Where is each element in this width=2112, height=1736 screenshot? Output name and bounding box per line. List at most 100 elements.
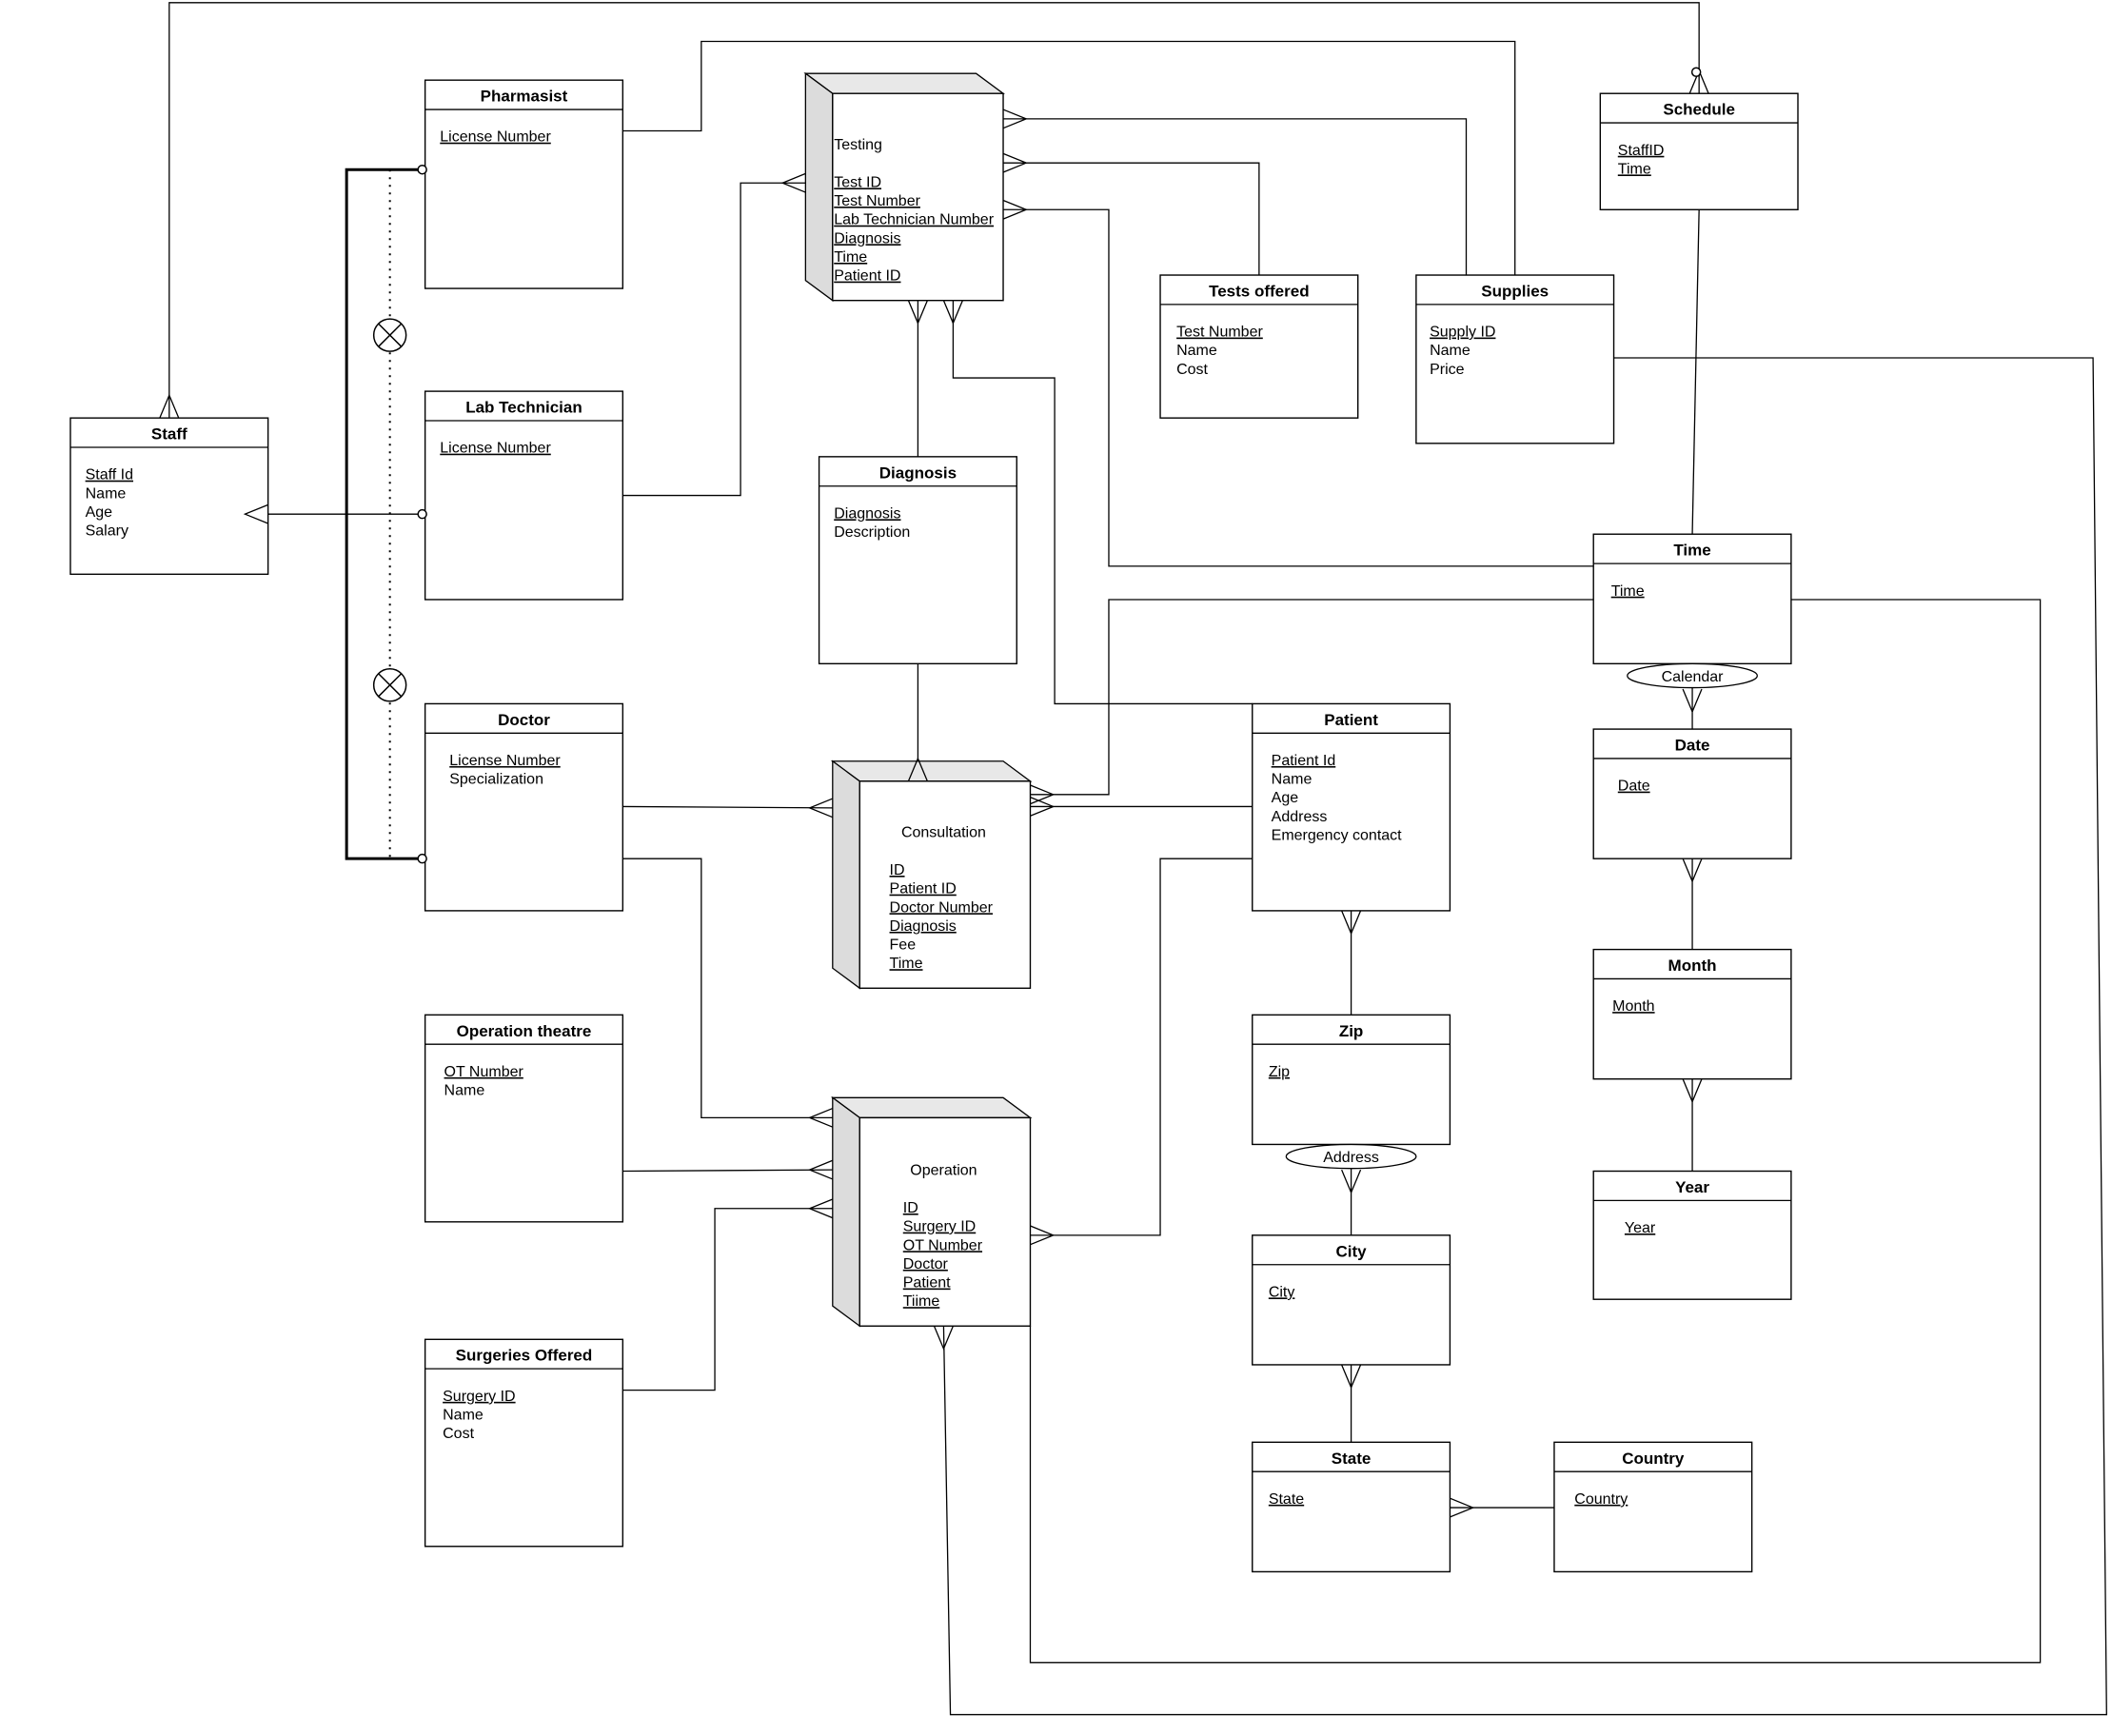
patient-attr: Address	[1272, 809, 1328, 825]
connector-line	[1003, 118, 1468, 276]
operation-attr: Surgery ID	[903, 1219, 976, 1235]
city-box	[1252, 1234, 1451, 1366]
operation-attr: OT Number	[903, 1237, 983, 1253]
testing-title: Testing	[834, 137, 882, 153]
month-attr: Month	[1612, 998, 1654, 1015]
testing-attr: Test ID	[834, 174, 881, 190]
crows-foot-lines	[243, 503, 268, 524]
crows-foot-lines	[1002, 152, 1028, 173]
staff-box	[69, 417, 269, 576]
crows-foot-lines	[807, 798, 834, 819]
connector-line	[622, 182, 806, 497]
crows-foot-lines	[1682, 688, 1703, 714]
crows-foot-marker	[1341, 1169, 1362, 1194]
crows-foot-lines	[1682, 858, 1703, 883]
year-title: Year	[1675, 1178, 1709, 1196]
operation-theatre-title: Operation theatre	[457, 1022, 592, 1040]
schedule-box	[1599, 92, 1799, 210]
connector-line	[622, 40, 1516, 276]
lab-technician-box	[424, 390, 624, 601]
year-attr: Year	[1625, 1220, 1656, 1236]
patient-attr: Name	[1272, 772, 1313, 788]
schedule-attr: Time	[1618, 161, 1651, 177]
supplies-attr: Supply ID	[1430, 325, 1495, 341]
surgeries-offered-attr: Name	[443, 1407, 484, 1423]
connector-line	[952, 300, 1253, 705]
staff-title: Staff	[151, 425, 188, 444]
month-box	[1592, 948, 1792, 1080]
connector-line	[1030, 599, 1594, 796]
crows-foot-marker	[907, 300, 928, 326]
calendar-ellipse	[1627, 662, 1758, 689]
consultation-title: Consultation	[901, 825, 986, 841]
crows-foot-lines	[942, 300, 963, 326]
state-box	[1252, 1441, 1451, 1573]
crows-foot-marker	[1341, 1364, 1362, 1390]
consultation-attr: Doctor Number	[890, 899, 994, 916]
testing-attr: Lab Technician Number	[834, 212, 994, 228]
crows-foot-marker	[933, 1326, 954, 1351]
consultation-attr: ID	[890, 862, 905, 878]
operation-front-face	[859, 1116, 1032, 1327]
surgeries-offered-attr: Surgery ID	[443, 1389, 515, 1405]
calendar-text: Calendar	[1662, 669, 1725, 685]
time-attr: Time	[1611, 583, 1645, 600]
date-title: Date	[1675, 737, 1710, 755]
operation-theatre-attr: OT Number	[444, 1064, 524, 1080]
crows-foot-lines	[933, 1326, 954, 1351]
crows-foot-marker	[1341, 910, 1362, 936]
supplies-attr: Price	[1430, 362, 1465, 378]
operation-attr: Tiime	[903, 1293, 940, 1310]
crows-foot-marker	[243, 503, 268, 524]
optional-circle-marker	[417, 164, 427, 175]
time-box	[1592, 533, 1792, 665]
crows-foot-marker	[1682, 1078, 1703, 1104]
testing-attr: Patient ID	[834, 268, 900, 285]
crows-foot-marker	[780, 172, 806, 193]
specialization-bracket	[345, 168, 425, 860]
optional-circle-marker	[1690, 67, 1702, 78]
doctor-title: Doctor	[498, 711, 550, 729]
zip-box	[1252, 1014, 1451, 1146]
crows-foot-lines	[1030, 784, 1056, 805]
disjoint-symbol	[372, 668, 407, 702]
operation-title: Operation	[910, 1163, 977, 1179]
crows-foot-lines	[1450, 1497, 1475, 1518]
address-text: Address	[1323, 1150, 1379, 1166]
city-title: City	[1336, 1242, 1368, 1260]
tests-offered-box	[1159, 274, 1359, 419]
crows-foot-marker	[1002, 199, 1028, 220]
tests-offered-attr: Name	[1176, 343, 1217, 359]
crows-foot-lines	[780, 172, 806, 193]
crows-foot-marker	[807, 1198, 834, 1219]
testing-front-face	[832, 92, 1004, 302]
operation-attr: ID	[903, 1200, 918, 1216]
connector-line	[942, 357, 2107, 1716]
schedule-title: Schedule	[1663, 101, 1735, 119]
tests-offered-attr: Cost	[1176, 362, 1208, 378]
crows-foot-marker	[159, 393, 180, 419]
country-box	[1553, 1441, 1753, 1573]
